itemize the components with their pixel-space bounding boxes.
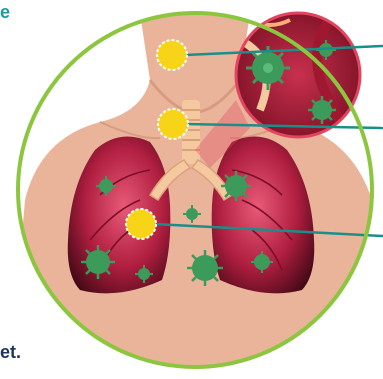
infection-site-marker-icon <box>158 109 188 139</box>
virus-particle-icon <box>187 250 223 286</box>
virus-particle-icon <box>221 171 251 201</box>
virus-particle-icon <box>308 96 336 124</box>
infection-site-marker-icon <box>157 40 187 70</box>
virus-particle-icon <box>81 245 115 279</box>
infection-site-marker-icon <box>126 209 156 239</box>
